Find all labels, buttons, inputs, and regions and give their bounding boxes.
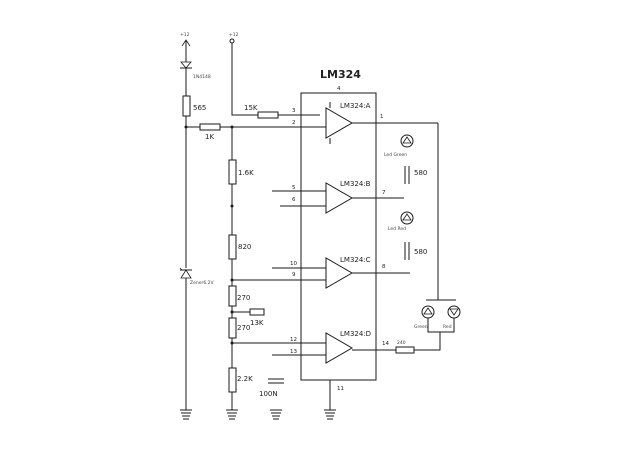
opamp-c: LM324:C 10 9 8 [232, 256, 410, 289]
opamp-a-pin-plus: 3 [292, 108, 296, 114]
ground-divider [226, 409, 238, 420]
opamp-c-pin-plus: 10 [290, 261, 297, 267]
opamp-c-pin-minus: 9 [292, 272, 296, 278]
led-4-label: Red [443, 324, 452, 330]
led-4 [447, 305, 461, 319]
opamp-b-pin-out: 7 [382, 190, 386, 196]
resistor-270a [228, 285, 237, 307]
resistor-580a-label: 580 [414, 169, 427, 177]
resistor-1-6k-label: 1.6K [238, 169, 254, 177]
resistor-1-6k [228, 159, 237, 185]
opamp-b-pin-plus: 5 [292, 185, 296, 191]
led-1-label: Led Green [384, 152, 407, 158]
supply-left-label: +12 [180, 32, 190, 38]
resistor-out [395, 346, 415, 354]
resistor-270b [228, 317, 237, 339]
opamp-d-name: LM324:D [340, 330, 371, 338]
opamp-c-pin-out: 8 [382, 264, 386, 270]
resistor-580b [404, 242, 410, 260]
resistor-1k [199, 123, 221, 131]
opamp-b-pin-minus: 6 [292, 197, 296, 203]
resistor-580b-label: 580 [414, 248, 427, 256]
resistor-270b-label: 270 [237, 324, 250, 332]
supply-right-terminal [229, 38, 235, 44]
capacitor-100n: 100N [259, 378, 284, 420]
ground-cap [270, 409, 282, 420]
resistor-565 [182, 95, 191, 117]
led-2-label: Led Red [388, 226, 406, 232]
resistor-15k [257, 111, 279, 119]
opamp-a-name: LM324:A [340, 102, 371, 110]
opamp-d-pin-minus: 13 [290, 349, 297, 355]
led-3-label: Green [414, 324, 428, 330]
opamp-d-pin-plus: 12 [290, 337, 297, 343]
ref-link: 1K [184, 123, 292, 141]
resistor-580a [404, 166, 410, 184]
resistor-270a-label: 270 [237, 294, 250, 302]
resistor-2-2k-label: 2.2K [237, 375, 253, 383]
opamp-a: LM324:A 3 2 1 [292, 102, 438, 144]
chip-pin-bottom: 11 [337, 386, 344, 392]
resistor-820 [228, 234, 237, 260]
output-network: Led Green 580 Led Red 580 Green Red 240 [384, 123, 461, 354]
capacitor-label: 100N [259, 390, 278, 398]
left-rail: +12 1N4148 565 Zener6.2V [179, 32, 214, 420]
opamp-a-pin-minus: 2 [292, 120, 296, 126]
resistor-820-label: 820 [238, 243, 251, 251]
resistor-out-label: 240 [397, 340, 406, 346]
ground-chip [324, 380, 336, 420]
resistor-13k-label: 13K [250, 319, 264, 327]
chip-pin-top: 4 [337, 86, 341, 92]
opamp-a-pin-out: 1 [380, 114, 384, 120]
opamp-b-name: LM324:B [340, 180, 371, 188]
opamp-b: LM324:B 5 6 7 [272, 180, 404, 214]
led-1 [400, 134, 414, 148]
resistor-13k [249, 308, 265, 316]
diode-top-label: 1N4148 [193, 74, 211, 80]
opamp-c-name: LM324:C [340, 256, 371, 264]
ground-left [180, 409, 192, 420]
resistor-2-2k [228, 367, 237, 393]
chip-name: LM324 [320, 68, 361, 81]
resistor-565-label: 565 [193, 104, 206, 112]
led-2 [400, 211, 414, 225]
lm324-chip: LM324 4 11 [300, 68, 377, 420]
opamp-d: LM324:D 12 13 14 [232, 330, 396, 364]
resistor-1k-label: 1K [205, 133, 214, 141]
sense-input: +12 15K [229, 32, 320, 119]
divider-chain: 1.6K 820 270 13K 270 2.2K [226, 125, 265, 420]
supply-right-label: +12 [229, 32, 239, 38]
opamp-d-pin-out: 14 [382, 341, 389, 347]
resistor-15k-label: 15K [244, 104, 258, 112]
zener-ref-label: Zener6.2V [190, 280, 214, 286]
